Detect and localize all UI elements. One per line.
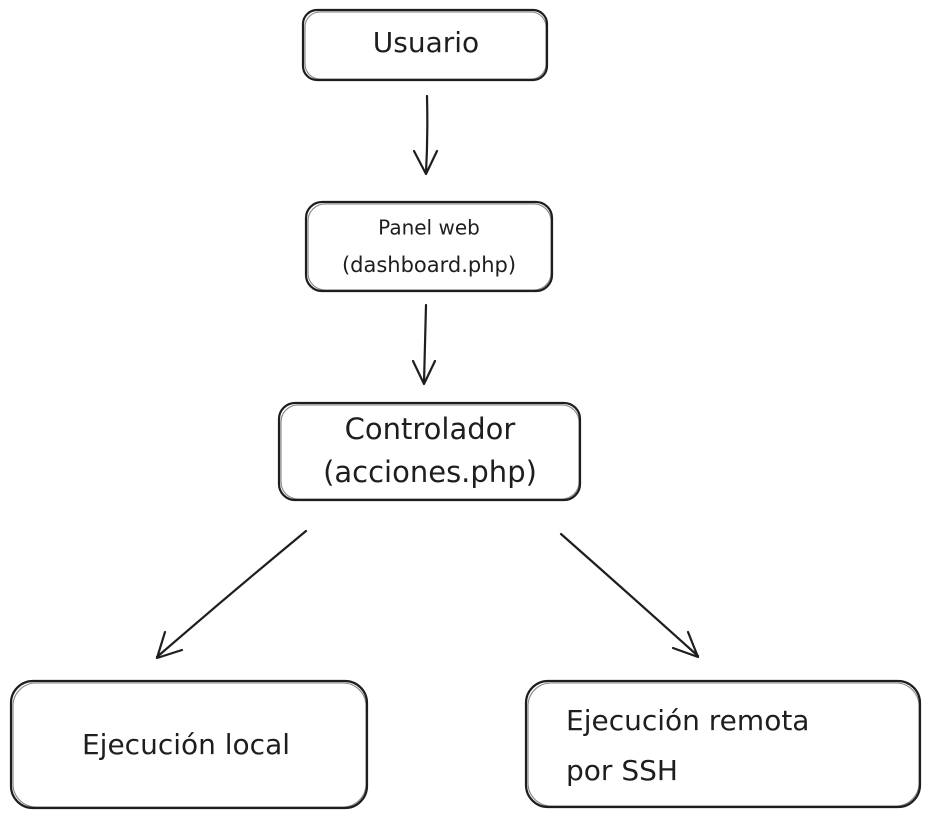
node-controlador-title: Controlador (345, 412, 516, 446)
arrow-controlador-to-local (155, 529, 308, 660)
node-usuario-label: Usuario (373, 26, 479, 59)
node-ejecucion-remota-title: Ejecución remota (566, 704, 809, 737)
node-ejecucion-remota-subtitle: por SSH (566, 754, 678, 787)
arrow-usuario-to-panel (412, 94, 439, 176)
node-panel-web: Panel web (dashboard.php) (304, 200, 554, 293)
node-ejecucion-local-label: Ejecución local (82, 728, 290, 761)
arrow-panel-to-controlador (411, 303, 437, 386)
node-panel-web-title: Panel web (378, 216, 480, 240)
node-ejecucion-remota: Ejecución remota por SSH (524, 679, 922, 809)
node-ejecucion-local: Ejecución local (9, 679, 369, 810)
node-usuario: Usuario (301, 8, 549, 82)
arrow-controlador-to-remota (559, 532, 700, 659)
node-controlador: Controlador (acciones.php) (277, 401, 582, 502)
node-panel-web-file: (dashboard.php) (342, 253, 516, 277)
node-controlador-file: (acciones.php) (323, 455, 537, 489)
